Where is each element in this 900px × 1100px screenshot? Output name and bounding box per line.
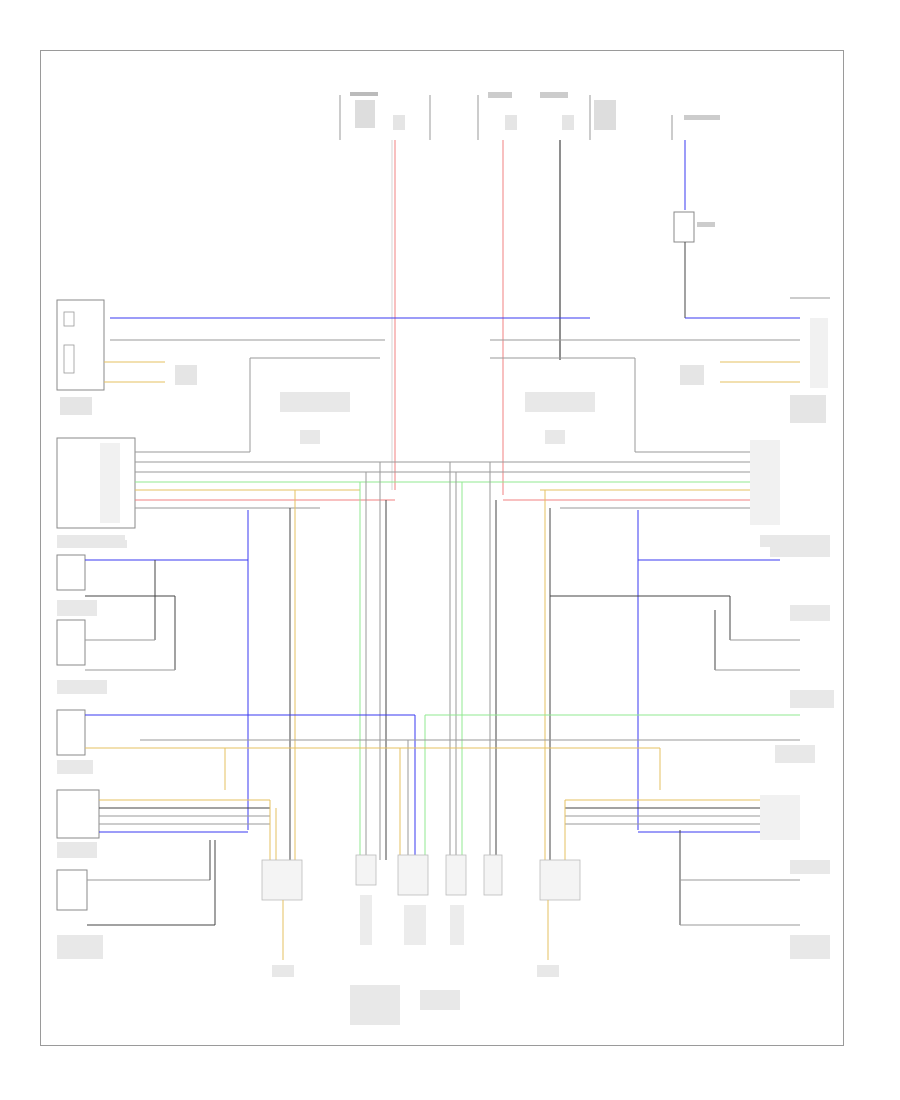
right-switch-label (680, 365, 704, 385)
ground-right-label (537, 965, 559, 977)
right-rear-label-block (790, 395, 826, 423)
left-backrest-switch (56, 540, 248, 694)
right-backrest-switch (550, 545, 834, 708)
fuse-text-block-4 (594, 100, 616, 130)
ground-right (537, 859, 581, 977)
fuse-icon-2 (505, 115, 517, 130)
right-seat-connector (750, 440, 830, 547)
left-rear-label-block (60, 397, 92, 415)
vertical-trunk-wires (247, 462, 639, 860)
right-rear-control-unit (680, 297, 830, 423)
left-module-label (280, 392, 350, 412)
lower-cross-wires (56, 709, 815, 860)
left-wire-bundle (135, 451, 450, 509)
relay-icon (673, 211, 695, 243)
fuse-label-block-1 (350, 92, 378, 96)
fuse-label-block-2 (488, 92, 512, 98)
left-rear-control-unit (56, 299, 197, 415)
left-seat-connector (56, 437, 136, 547)
wire-red-left (391, 140, 396, 490)
fuse-icon-1 (393, 115, 405, 130)
left-seat-module (249, 357, 380, 452)
relay-label-block (697, 222, 715, 227)
right-seat-module (490, 357, 636, 452)
fuse-source-middle (477, 92, 616, 140)
fuse-source-right (671, 115, 720, 318)
right-rear-connector-block (810, 318, 828, 388)
fuse-label-block-5 (684, 115, 720, 120)
left-cushion-heater (56, 789, 277, 959)
right-module-pin-label (545, 430, 565, 444)
right-heater-label (760, 535, 830, 547)
fuse-source-left (339, 92, 431, 140)
right-cushion-heater (564, 795, 830, 959)
ground-left (261, 859, 303, 977)
fuse-label-block-3 (540, 92, 568, 98)
ground-left-label (272, 965, 294, 977)
module-label-block-2 (420, 990, 460, 1010)
diagram-frame (40, 50, 844, 1046)
right-module-label (525, 392, 595, 412)
module-label-block-1 (350, 985, 400, 1025)
bottom-connectors (350, 854, 503, 1025)
right-wire-bundle (450, 451, 750, 509)
fuse-text-block-1 (355, 100, 375, 128)
fuse-icon-3 (562, 115, 574, 130)
left-module-pin-label (300, 430, 320, 444)
left-switch-label (175, 365, 197, 385)
